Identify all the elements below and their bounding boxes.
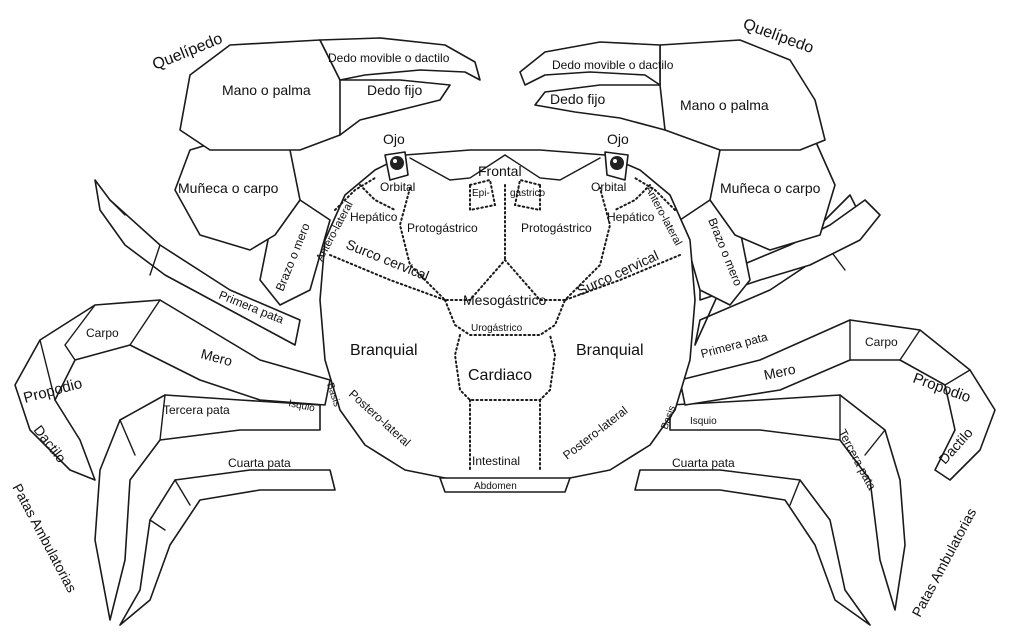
- label-branquial-left: Branquial: [350, 342, 418, 359]
- label-primera-right: Primera pata: [699, 330, 769, 361]
- label-epi: Epi-: [472, 188, 490, 199]
- label-dedo-movible-right: Dedo movible o dactilo: [552, 58, 674, 72]
- label-hepatico-right: Hepático: [607, 210, 655, 224]
- label-patas-right: Patas Ambulatorias: [909, 505, 980, 619]
- label-cuarta-right: Cuarta pata: [672, 456, 735, 470]
- label-urogastrico: Urogástrico: [471, 323, 523, 334]
- label-hepatico-left: Hepático: [350, 210, 398, 224]
- label-patas-left: Patas Ambulatorias: [9, 481, 80, 595]
- label-mano-left: Mano o palma: [222, 82, 311, 98]
- label-mesogastrico: Mesogástrico: [463, 292, 546, 308]
- carapace: [320, 150, 695, 492]
- label-muneca-left: Muñeca o carpo: [178, 180, 279, 196]
- label-muneca-right: Muñeca o carpo: [720, 180, 821, 196]
- label-protogastrico-right: Protogástrico: [521, 221, 592, 235]
- label-dedo-fijo-left: Dedo fijo: [367, 82, 422, 98]
- label-branquial-right: Branquial: [576, 342, 644, 359]
- label-gastrico: gástrico: [510, 188, 545, 199]
- label-dedo-fijo-right: Dedo fijo: [550, 91, 605, 107]
- label-cuarta-left: Cuarta pata: [228, 456, 291, 470]
- label-isquio-right: Isquio: [690, 416, 717, 427]
- label-ojo-right: Ojo: [607, 131, 629, 147]
- right-eye-pupil-icon: [610, 156, 624, 170]
- label-mano-right: Mano o palma: [680, 97, 769, 113]
- label-carpo-right: Carpo: [865, 335, 898, 349]
- label-tercera-left: Tercera pata: [163, 403, 230, 417]
- label-orbital-right: Orbital: [591, 180, 626, 194]
- label-abdomen: Abdomen: [474, 481, 517, 492]
- label-protogastrico-left: Protogástrico: [407, 221, 478, 235]
- label-intestinal: Intestinal: [472, 454, 520, 468]
- label-cardiaco: Cardiaco: [468, 367, 532, 384]
- label-carpo-left: Carpo: [86, 326, 119, 340]
- label-orbital-left: Orbital: [380, 180, 415, 194]
- label-frontal: Frontal: [478, 163, 522, 179]
- label-dedo-movible-left: Dedo movible o dactilo: [328, 51, 450, 65]
- label-ojo-left: Ojo: [383, 131, 405, 147]
- left-eye-pupil-icon: [390, 156, 404, 170]
